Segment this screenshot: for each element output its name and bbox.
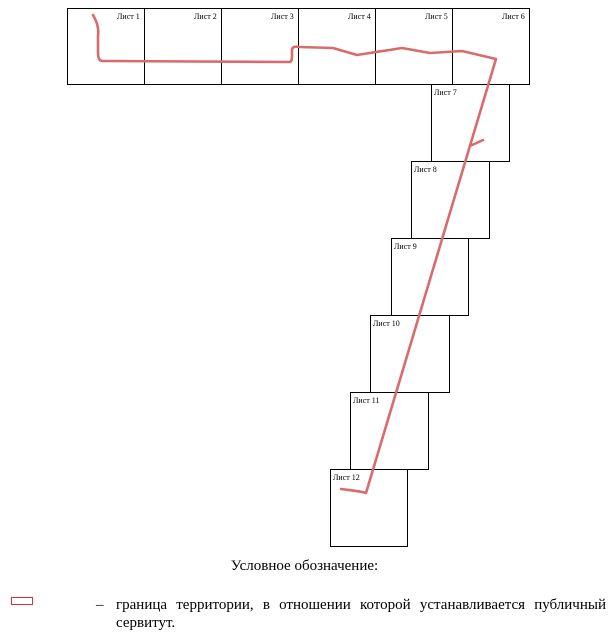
sheet-label: Лист 7	[434, 88, 457, 97]
sheet-label: Лист 2	[194, 12, 217, 21]
sheet-label: Лист 5	[425, 12, 448, 21]
sheet-label: Лист 9	[394, 242, 417, 251]
sheet-label: Лист 1	[117, 12, 140, 21]
legend-dash: –	[96, 597, 104, 613]
sheet-label: Лист 3	[271, 12, 294, 21]
legend-boundary-swatch	[11, 597, 33, 605]
sheet-label: Лист 10	[373, 319, 400, 328]
easement-boundary-route	[91, 13, 498, 495]
sheet-label: Лист 6	[502, 12, 525, 21]
sheet-label: Лист 12	[333, 473, 360, 482]
sheet-frame	[330, 469, 408, 547]
sheet-label: Лист 8	[414, 165, 437, 174]
sheet-grid: Лист 1 Лист 2 Лист 3 Лист 4 Лист 5 Лист 6 Лист…	[67, 8, 530, 547]
sheet-index-map: Лист 1 Лист 2 Лист 3 Лист 4 Лист 5 Лист 6 Лист…	[67, 8, 530, 547]
legend-description: граница территории, в отношении которой …	[116, 597, 606, 631]
sheet-label: Лист 11	[353, 396, 379, 405]
legend-heading: Условное обозначение:	[230, 558, 379, 574]
sheet-label: Лист 4	[348, 12, 371, 21]
